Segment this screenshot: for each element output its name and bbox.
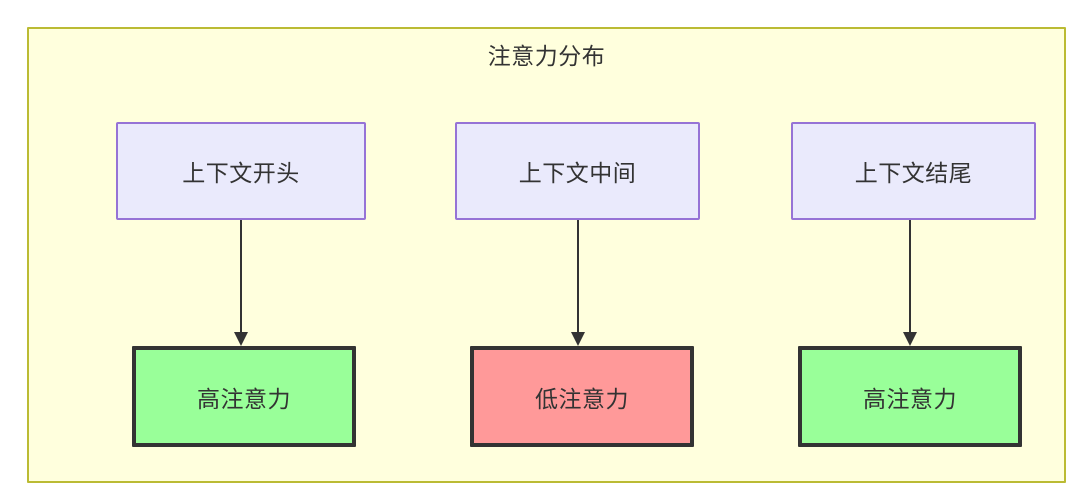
- node-high-attention-start[interactable]: 高注意力: [132, 346, 356, 447]
- edge-context-middle-to-low-attention: [567, 220, 589, 346]
- arrow-down-icon: [234, 220, 248, 346]
- node-context-end[interactable]: 上下文结尾: [791, 122, 1036, 220]
- subgraph-title: 注意力分布: [487, 43, 606, 69]
- node-high-attention-end[interactable]: 高注意力: [798, 346, 1022, 447]
- node-low-attention-middle[interactable]: 低注意力: [470, 346, 694, 447]
- node-context-start[interactable]: 上下文开头: [116, 122, 366, 220]
- arrow-down-icon: [571, 220, 585, 346]
- arrow-down-icon: [903, 220, 917, 346]
- edge-context-start-to-high-attention: [230, 220, 252, 346]
- attention-distribution-subgraph: 注意力分布 上下文开头 上下文中间 上下文结尾 高注意力 低注: [27, 27, 1066, 483]
- edge-context-end-to-high-attention: [899, 220, 921, 346]
- node-context-middle[interactable]: 上下文中间: [455, 122, 700, 220]
